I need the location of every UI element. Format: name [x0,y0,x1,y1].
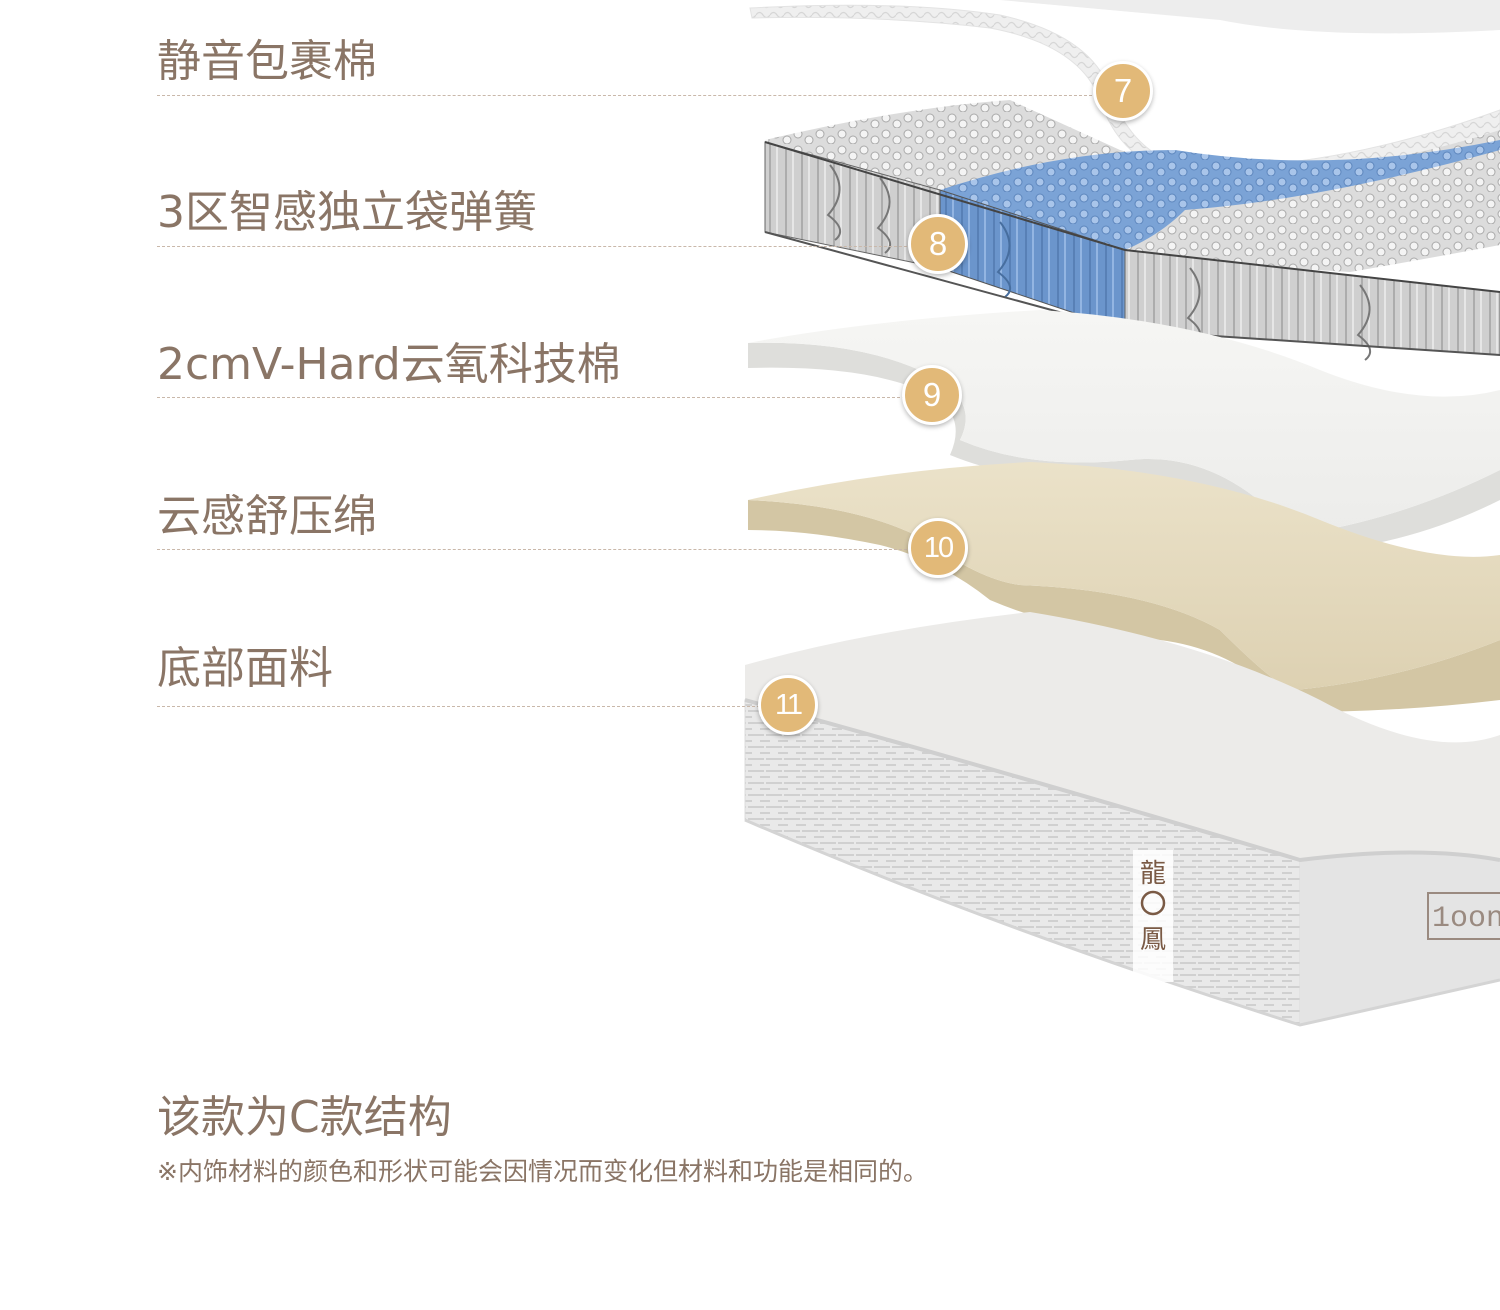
layer-number-badge-7: 7 [1093,61,1153,121]
leader-line-7 [157,95,1097,96]
brand-char-bottom: 鳳 [1140,925,1166,955]
disclaimer-note: ※内饰材料的颜色和形状可能会因情况而变化但材料和功能是相同的。 [157,1157,928,1186]
structure-title: 该款为C款结构 [157,1092,452,1143]
leader-line-9 [157,397,905,398]
leader-line-10 [157,549,912,550]
layer-label-7: 静音包裹棉 [157,36,377,87]
layer-label-9: 2cmV-Hard云氧科技棉 [157,339,621,390]
brand-wordmark: 1oonG [1432,902,1500,936]
layer-label-11: 底部面料 [157,643,333,694]
brand-char-top: 龍 [1140,859,1166,889]
layer-number-badge-10: 10 [908,518,968,578]
layer-number-badge-9: 9 [902,365,962,425]
layer-label-8: 3区智感独立袋弹簧 [157,187,537,238]
layer-number-badge-11: 11 [758,675,818,735]
brand-wordmark-label: 1oonG [1427,892,1500,940]
brand-tag: 龍 鳳 [1133,850,1173,982]
leader-line-8 [157,246,912,247]
layer-number-badge-8: 8 [908,214,968,274]
leader-line-11 [157,706,760,707]
layer-11-mattress-base: 龍 鳳 1oonG [744,612,1500,1027]
layer-label-10: 云感舒压绵 [157,491,377,542]
